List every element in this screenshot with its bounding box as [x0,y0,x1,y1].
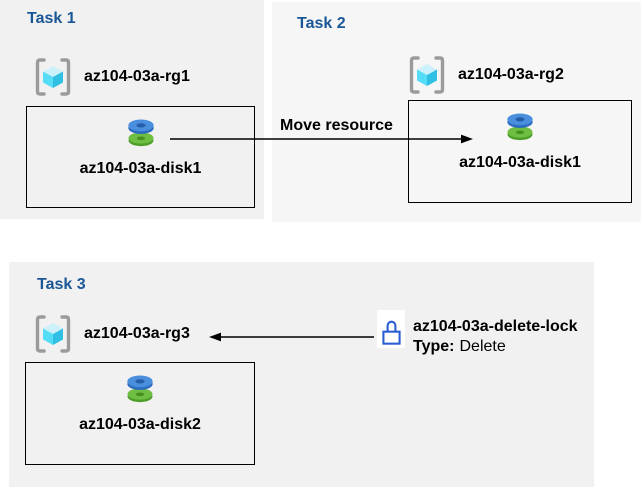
task3-title: Task 3 [37,276,86,293]
delete-lock-name: az104-03a-delete-lock [413,318,578,335]
task2-title: Task 2 [297,15,346,32]
delete-lock-type-value: Delete [459,338,506,355]
resource-group-icon [33,57,73,97]
lock-badge [377,310,405,348]
delete-lock-type: Type:Delete [413,337,578,357]
disk-icon [124,116,158,149]
disk-icon [123,372,157,405]
task2-panel: Task 2 az104-03a-rg2 az104-03a-disk1 [272,2,641,222]
task3-resource-group-row: az104-03a-rg3 [33,314,190,354]
move-resource-label: Move resource [280,117,393,134]
task3-panel: Task 3 az104-03a-rg3 az104-03a-disk2 [9,262,594,487]
task1-title: Task 1 [27,10,76,27]
lock-icon [379,313,404,346]
resource-group-label: az104-03a-rg2 [458,66,564,83]
task1-resource-box: az104-03a-disk1 [26,106,255,208]
disk-label: az104-03a-disk1 [79,160,202,177]
disk-label: az104-03a-disk2 [79,416,201,433]
resource-group-label: az104-03a-rg1 [84,68,190,85]
resource-group-label: az104-03a-rg3 [84,325,190,342]
delete-lock-text: az104-03a-delete-lock Type:Delete [413,317,578,357]
task2-resource-box: az104-03a-disk1 [408,100,632,203]
task3-resource-box: az104-03a-disk2 [25,362,255,465]
task1-resource-group-row: az104-03a-rg1 [33,57,190,97]
disk-label: az104-03a-disk1 [459,154,581,171]
disk-icon [503,110,537,143]
task2-resource-group-row: az104-03a-rg2 [407,55,564,95]
resource-group-icon [33,314,73,354]
resource-group-icon [407,55,447,95]
delete-lock-type-label: Type: [413,338,455,355]
task1-panel: Task 1 az104-03a-rg1 az104-03a-disk1 [0,0,264,219]
